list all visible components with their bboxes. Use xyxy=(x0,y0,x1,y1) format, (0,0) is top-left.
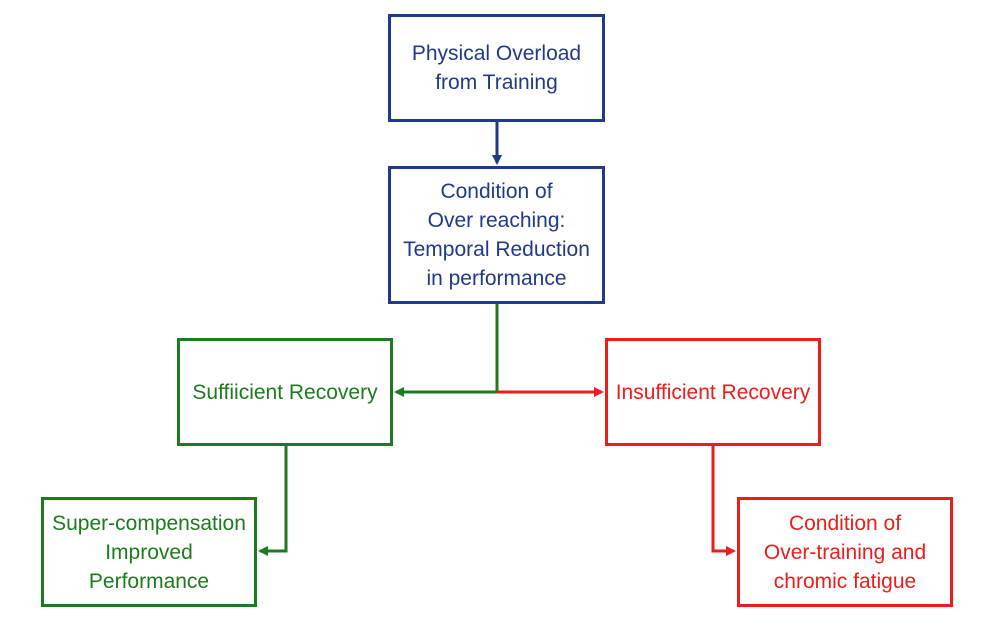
arrow-overreaching-to-sufficient xyxy=(394,304,499,397)
node-over-reaching: Condition of Over reaching: Temporal Red… xyxy=(388,166,605,304)
node-text-line: Temporal Reduction xyxy=(403,238,590,261)
node-text-line: Over reaching: xyxy=(427,209,566,232)
arrow-sufficient-to-supercompensation xyxy=(258,446,288,556)
node-sufficient-recovery: Suffiicient Recovery xyxy=(177,338,393,446)
node-text-line: Physical Overload xyxy=(411,42,582,65)
node-super-compensation: Super-compensation Improved Performance xyxy=(41,497,257,607)
node-text-line: Suffiicient Recovery xyxy=(192,380,378,404)
node-text-line: Insufficient Recovery xyxy=(615,380,811,404)
node-text-line: Condition of xyxy=(788,511,902,535)
node-text-line: Condition of xyxy=(440,180,553,203)
node-text-line: from Training xyxy=(435,71,558,94)
node-over-training: Condition of Over-training and chromic f… xyxy=(737,497,953,607)
node-text-line: Over-training and xyxy=(763,540,927,564)
node-text-line: Performance xyxy=(88,569,210,593)
node-text-line: chromic fatigue xyxy=(773,569,917,593)
arrow-insufficient-to-overtraining xyxy=(711,446,736,556)
node-insufficient-recovery: Insufficient Recovery xyxy=(605,338,821,446)
node-physical-overload: Physical Overload from Training xyxy=(388,14,605,122)
node-text-line: in performance xyxy=(426,267,567,290)
node-text-line: Super-compensation xyxy=(52,511,246,535)
node-text-line: Improved xyxy=(105,540,193,564)
